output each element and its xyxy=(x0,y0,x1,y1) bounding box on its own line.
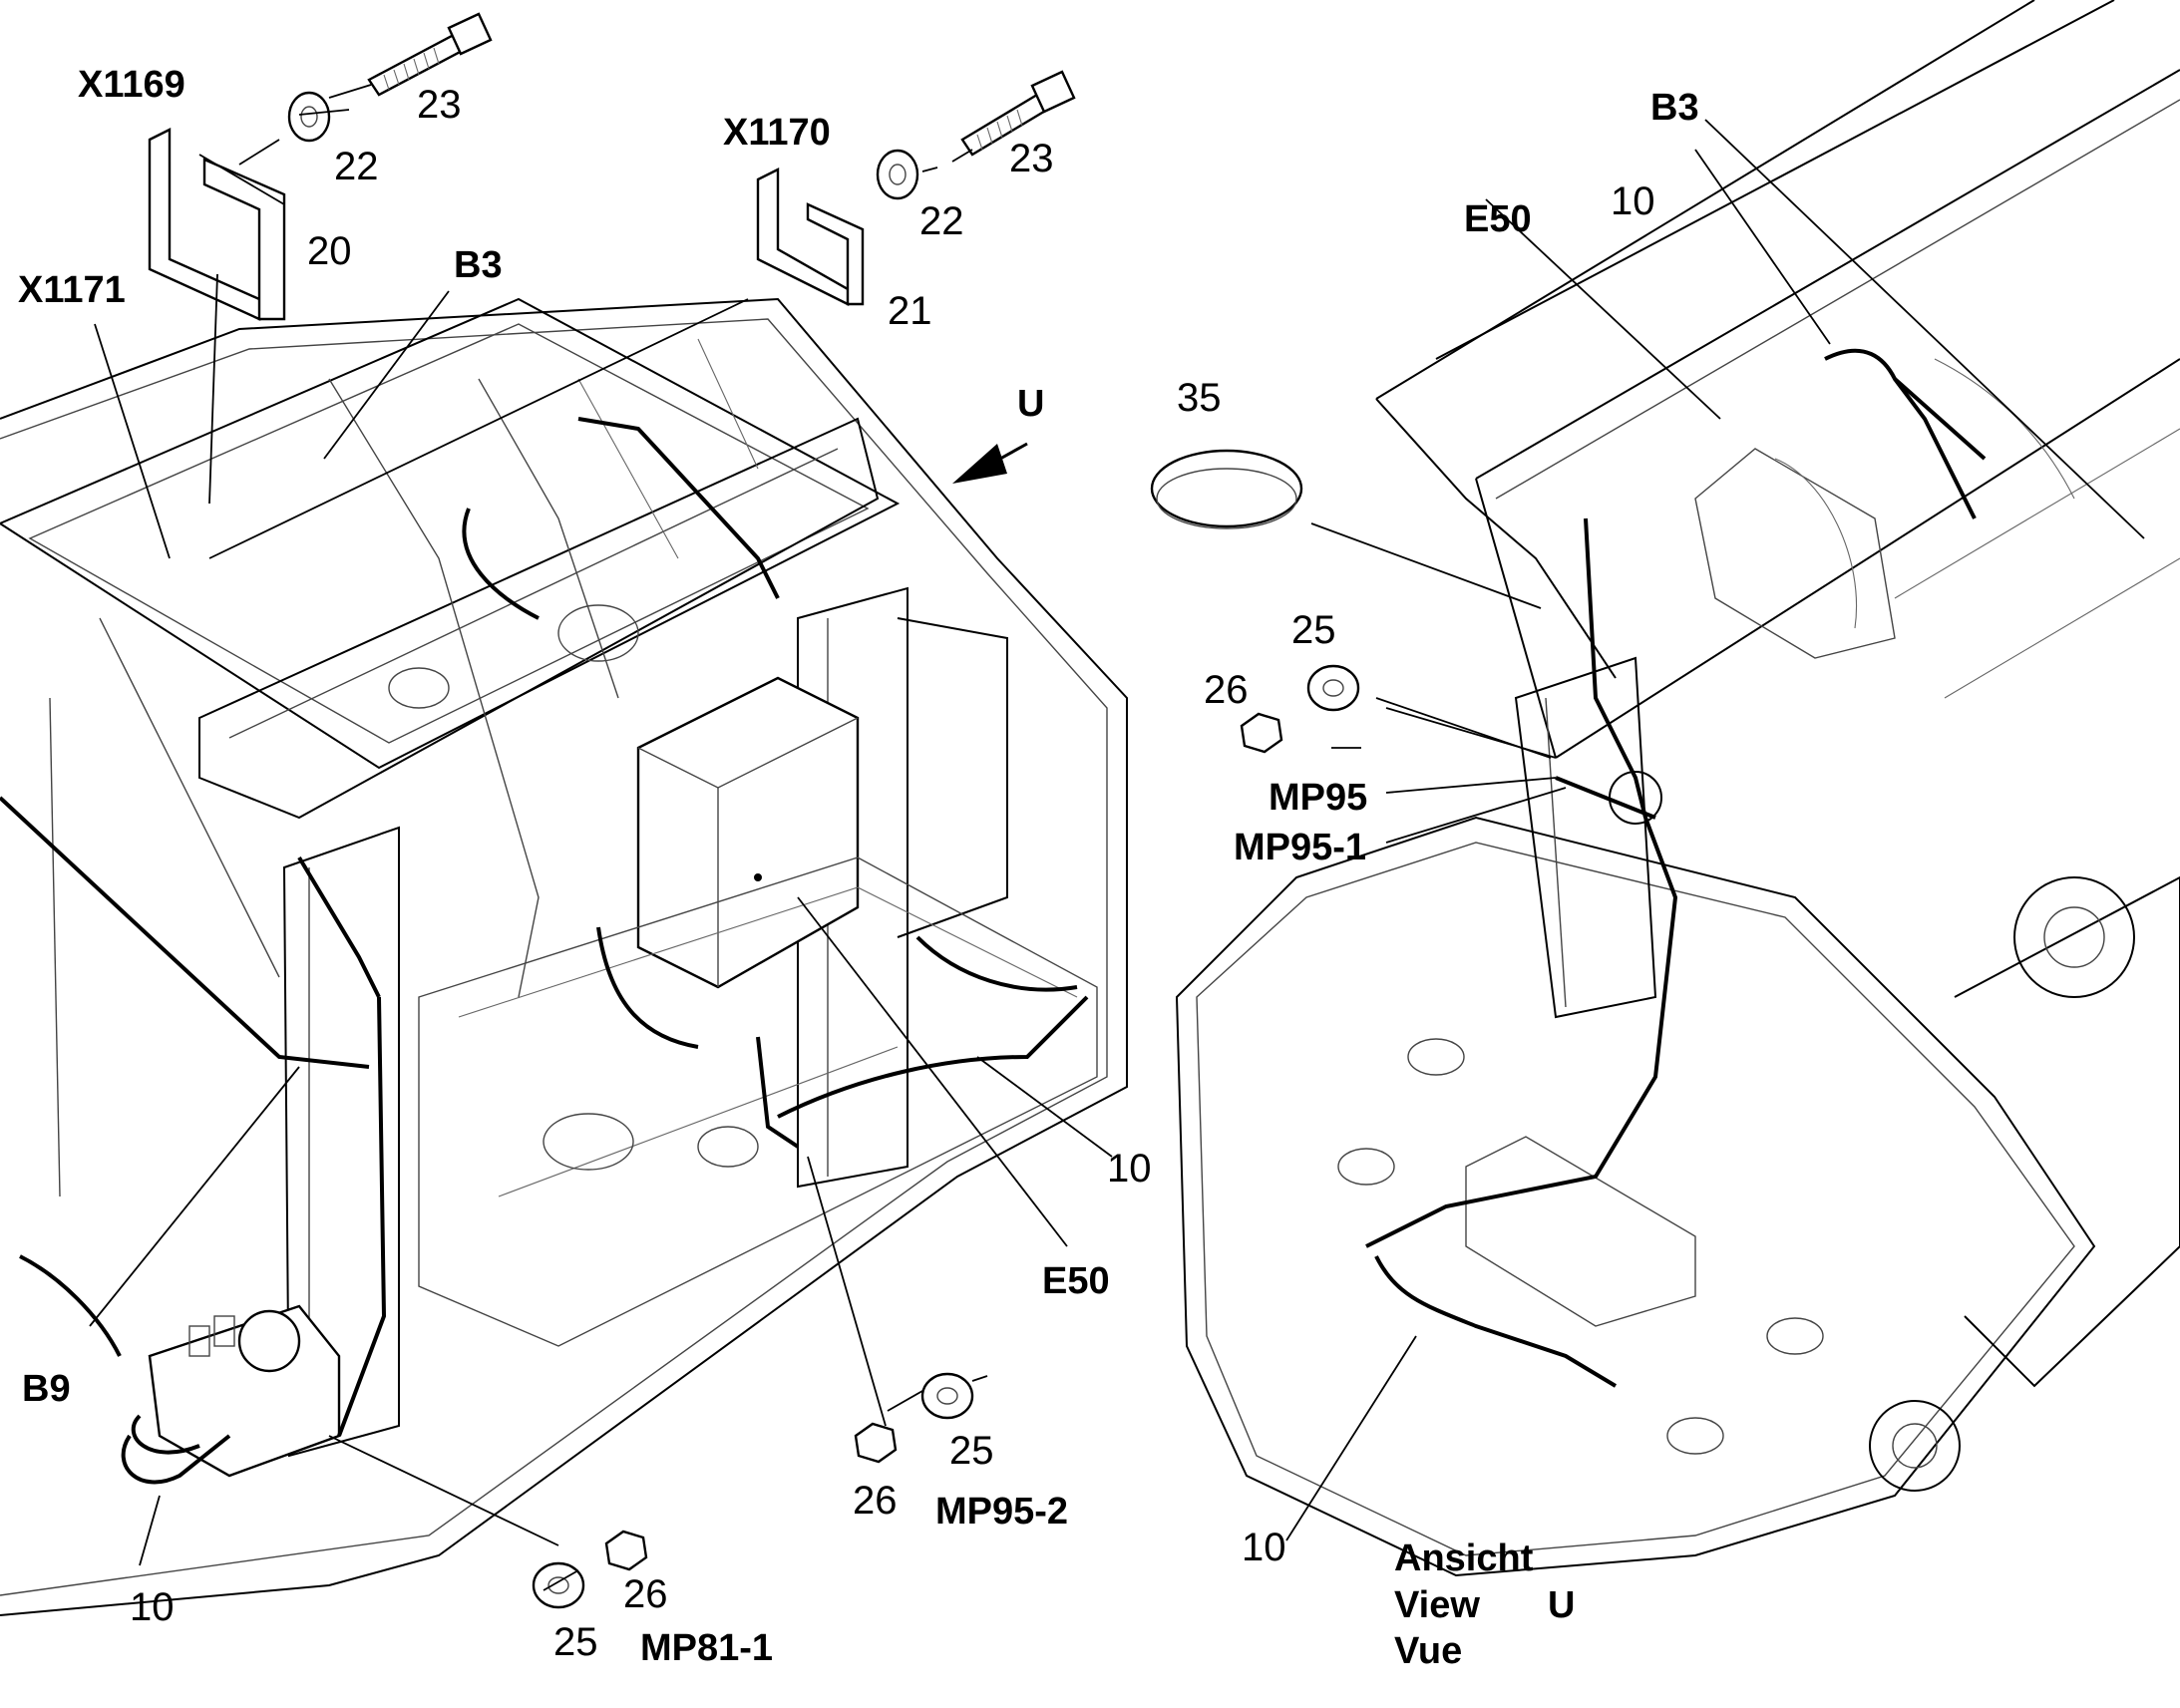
label-25-bottom: 25 xyxy=(553,1620,598,1664)
label-22-right: 22 xyxy=(919,199,964,243)
leader-lines xyxy=(89,84,2145,1591)
label-10-bottom-right: 10 xyxy=(1242,1526,1286,1569)
label-10-bottom-left: 10 xyxy=(130,1585,175,1629)
label-10-upper-right: 10 xyxy=(1611,179,1655,223)
right-frame-drawing xyxy=(1150,0,2180,1577)
view-title-de: Ansicht xyxy=(1394,1537,1534,1579)
view-u-arrow xyxy=(952,442,1028,484)
label-x1170: X1170 xyxy=(723,112,831,154)
label-b9: B9 xyxy=(22,1368,71,1410)
label-26-bottom: 26 xyxy=(623,1572,668,1616)
label-23-right: 23 xyxy=(1009,137,1054,180)
label-mp95: MP95 xyxy=(1269,777,1367,819)
label-b3-right: B3 xyxy=(1650,87,1699,129)
label-25-upper: 25 xyxy=(1291,608,1336,652)
label-21: 21 xyxy=(888,289,932,333)
label-x1169: X1169 xyxy=(78,64,185,106)
label-b3-left: B3 xyxy=(454,244,503,286)
label-35: 35 xyxy=(1177,376,1222,420)
label-mp95-1: MP95-1 xyxy=(1234,827,1366,868)
left-frame-drawing xyxy=(0,297,1128,1616)
washer-22-left xyxy=(287,91,331,143)
nut-26-upper xyxy=(1240,712,1283,754)
label-23-left: 23 xyxy=(417,83,462,127)
bolt-23-left xyxy=(367,12,493,97)
view-title-en: View xyxy=(1394,1584,1480,1626)
label-x1171: X1171 xyxy=(18,269,126,311)
exploded-hardware xyxy=(148,12,1360,1609)
view-title-fr: Vue xyxy=(1394,1630,1462,1672)
label-22-left: 22 xyxy=(334,145,379,188)
washer-25-upper xyxy=(1306,664,1360,712)
nut-26-bottom xyxy=(604,1530,648,1571)
bolt-23-right xyxy=(960,70,1076,157)
label-e50-left: E50 xyxy=(1042,1260,1110,1302)
label-26-middle: 26 xyxy=(853,1479,898,1523)
label-e50-right: E50 xyxy=(1464,198,1532,240)
label-10-middle: 10 xyxy=(1107,1147,1152,1191)
label-mp81-1: MP81-1 xyxy=(640,1627,773,1669)
nut-26-middle xyxy=(854,1422,898,1464)
washer-25-bottom xyxy=(532,1561,585,1609)
label-u-arrow: U xyxy=(1017,383,1044,425)
label-20: 20 xyxy=(307,229,352,273)
bracket-21 xyxy=(756,168,865,306)
bracket-20 xyxy=(148,128,286,321)
label-26-upper: 26 xyxy=(1204,668,1249,712)
washer-25-middle xyxy=(920,1372,974,1420)
washer-22-right xyxy=(876,149,919,200)
label-25-middle: 25 xyxy=(949,1429,994,1473)
label-mp95-2: MP95-2 xyxy=(935,1491,1068,1533)
view-title-u: U xyxy=(1548,1584,1575,1626)
callout-labels: X1169 23 22 20 X1171 B3 X1170 23 22 21 U… xyxy=(18,64,1699,1672)
